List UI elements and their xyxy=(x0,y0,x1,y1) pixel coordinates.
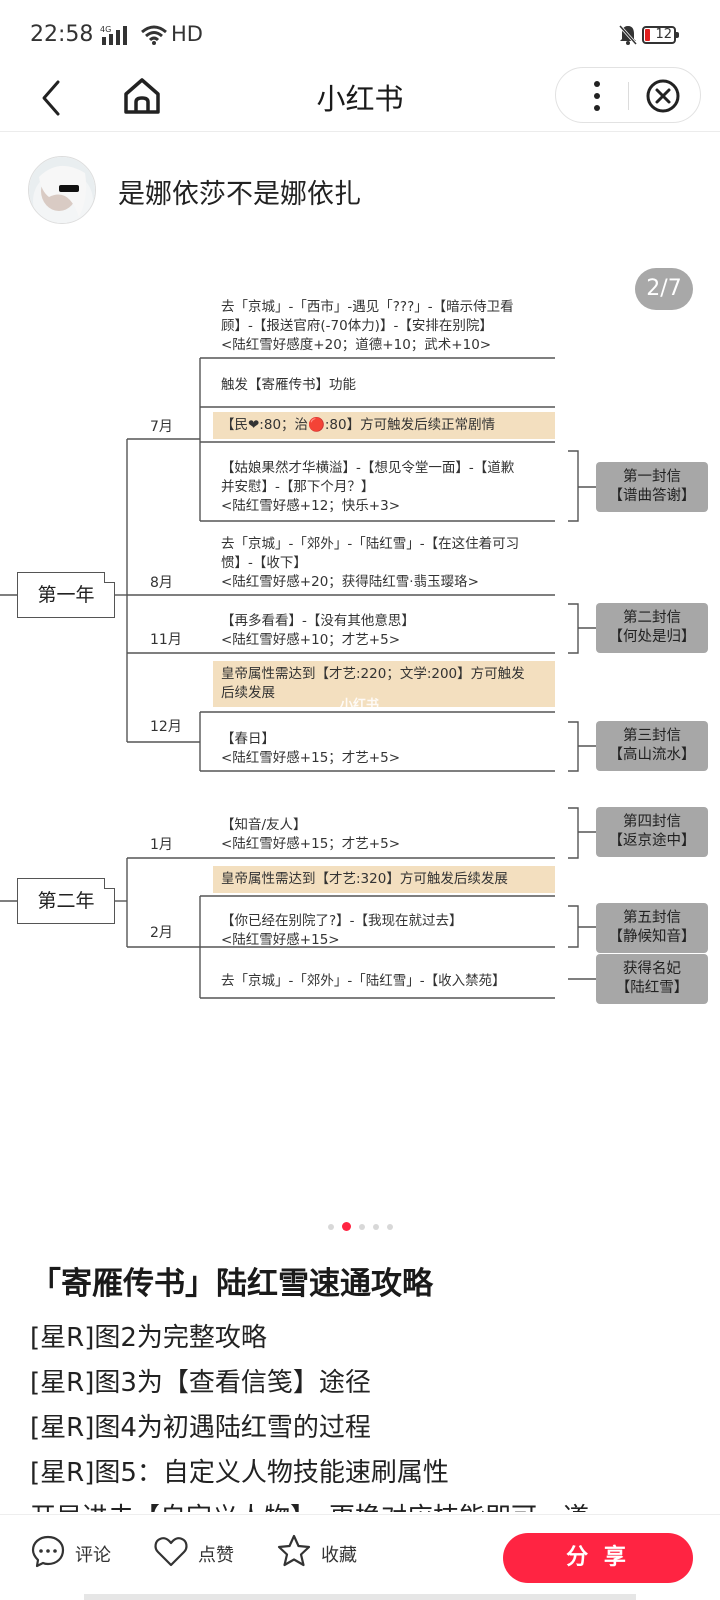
post-image[interactable]: 去「京城」-「西市」-遇见「???」-【暗示侍卫看 顾】-【报送官府(-70体力… xyxy=(0,246,720,1206)
like-label: 点赞 xyxy=(198,1545,234,1566)
battery-indicator: 12 xyxy=(642,26,679,44)
post-line: [星R]图4为初遇陆红雪的过程 xyxy=(30,1413,371,1443)
wifi-icon xyxy=(141,25,167,45)
collect-button[interactable]: 收藏 xyxy=(276,1533,376,1573)
letter-box: 第二封信 【何处是归】 xyxy=(596,603,708,653)
month-label: 2月 xyxy=(150,925,173,941)
svg-text:4G: 4G xyxy=(100,25,111,34)
node-november-dialog: 【再多看看】-【没有其他意思】 <陆红雪好感+10；才艺+5> xyxy=(221,613,415,648)
bottom-action-bar: 评论 点赞 收藏 分 享 xyxy=(0,1514,720,1600)
letter-box: 第一封信 【谱曲答谢】 xyxy=(596,462,708,512)
share-button[interactable]: 分 享 xyxy=(503,1533,693,1583)
node-august-visit: 去「京城」-「郊外」-「陆红雪」-【在这住着可习 惯】-【收下】 <陆红雪好感+… xyxy=(221,536,520,590)
avatar[interactable] xyxy=(28,156,96,224)
back-icon[interactable] xyxy=(32,74,72,122)
post-line: [星R]图2为完整攻略 xyxy=(30,1323,267,1353)
post-title: 「寄雁传书」陆红雪速通攻略 xyxy=(30,1266,433,1302)
author-name[interactable]: 是娜依莎不是娜依扎 xyxy=(118,179,361,210)
letter-box: 第四封信 【返京途中】 xyxy=(596,807,708,857)
month-label: 7月 xyxy=(150,419,173,435)
year-node: 第二年 xyxy=(17,878,115,924)
more-icon[interactable] xyxy=(576,74,618,118)
letter-box: 第五封信 【静候知音】 xyxy=(596,903,708,953)
status-time: 22:58 xyxy=(30,22,94,47)
carousel-dots xyxy=(0,1216,720,1231)
star-icon xyxy=(277,1534,311,1567)
node-january-dialog: 【知音/友人】 <陆红雪好感+15；才艺+5> xyxy=(221,817,401,852)
status-bar: 22:58 4G HD 12 xyxy=(0,0,720,70)
node-condition-art-320: 皇帝属性需达到【才艺:320】方可触发后续发展 xyxy=(213,866,555,893)
post-body: [星R]图2为完整攻略 [星R]图3为【查看信笺】途径 [星R]图4为初遇陆红雪… xyxy=(30,1316,700,1512)
cellular-signal-icon: 4G xyxy=(100,25,127,45)
mini-program-capsule xyxy=(555,67,701,123)
watermark: 小红书 xyxy=(340,698,380,713)
month-label: 8月 xyxy=(150,575,173,591)
month-label: 11月 xyxy=(150,632,182,648)
node-trigger-letters: 触发【寄雁传书】功能 xyxy=(221,377,356,393)
collect-label: 收藏 xyxy=(321,1545,357,1566)
mindmap-connectors xyxy=(0,357,596,999)
post-line: [星R]图3为【查看信笺】途径 xyxy=(30,1368,371,1398)
comment-button[interactable]: 评论 xyxy=(30,1533,130,1573)
hd-indicator: HD xyxy=(171,22,203,46)
author-row: 是娜依莎不是娜依扎 xyxy=(28,156,688,226)
post-line: 开局进去【自定义人物】，更换对应技能即可，道 xyxy=(30,1496,700,1512)
node-condition-art-literature: 皇帝属性需达到【才艺:220；文学:200】方可触发 后续发展 xyxy=(213,661,555,707)
like-button[interactable]: 点赞 xyxy=(153,1533,253,1573)
carousel-dot-active[interactable] xyxy=(341,1222,351,1231)
month-label: 1月 xyxy=(150,837,173,853)
carousel-dot[interactable] xyxy=(358,1223,365,1230)
carousel-dot[interactable] xyxy=(386,1223,393,1230)
comment-icon xyxy=(31,1535,65,1568)
node-february-dialog: 【你已经在别院了?】-【我现在就过去】 <陆红雪好感+15> xyxy=(221,913,463,948)
node-july-dialog: 【姑娘果然才华横溢】-【想见令堂一面】-【道歉 并安慰】-【那下个月？】 <陆红… xyxy=(221,460,515,514)
node-meet-xishi: 去「京城」-「西市」-遇见「???」-【暗示侍卫看 顾】-【报送官府(-70体力… xyxy=(221,299,514,353)
letter-box: 获得名妃 【陆红雪】 xyxy=(596,954,708,1004)
capsule-divider xyxy=(628,82,629,110)
close-icon[interactable] xyxy=(642,75,684,117)
home-indicator xyxy=(84,1594,636,1600)
post-line: [星R]图5：自定义人物技能速刷属性 xyxy=(30,1458,449,1488)
node-condition-min-zhi: 【民❤:80；治🔴:80】方可触发后续正常剧情 xyxy=(213,412,555,439)
node-palace-entry: 去「京城」-「郊外」-「陆红雪」-【收入禁苑】 xyxy=(221,973,506,989)
page-indicator: 2/7 xyxy=(635,268,693,310)
year-node: 第一年 xyxy=(17,572,115,618)
mute-bell-icon xyxy=(618,25,638,45)
node-december-dialog: 【春日】 <陆红雪好感+15；才艺+5> xyxy=(221,731,401,766)
month-label: 12月 xyxy=(150,719,182,735)
carousel-dot[interactable] xyxy=(372,1223,379,1230)
heart-icon xyxy=(154,1537,188,1567)
comment-label: 评论 xyxy=(75,1545,111,1566)
letter-box: 第三封信 【高山流水】 xyxy=(596,721,708,771)
nav-bar: 小红书 xyxy=(0,67,720,132)
carousel-dot[interactable] xyxy=(327,1223,334,1230)
home-icon[interactable] xyxy=(118,72,166,120)
